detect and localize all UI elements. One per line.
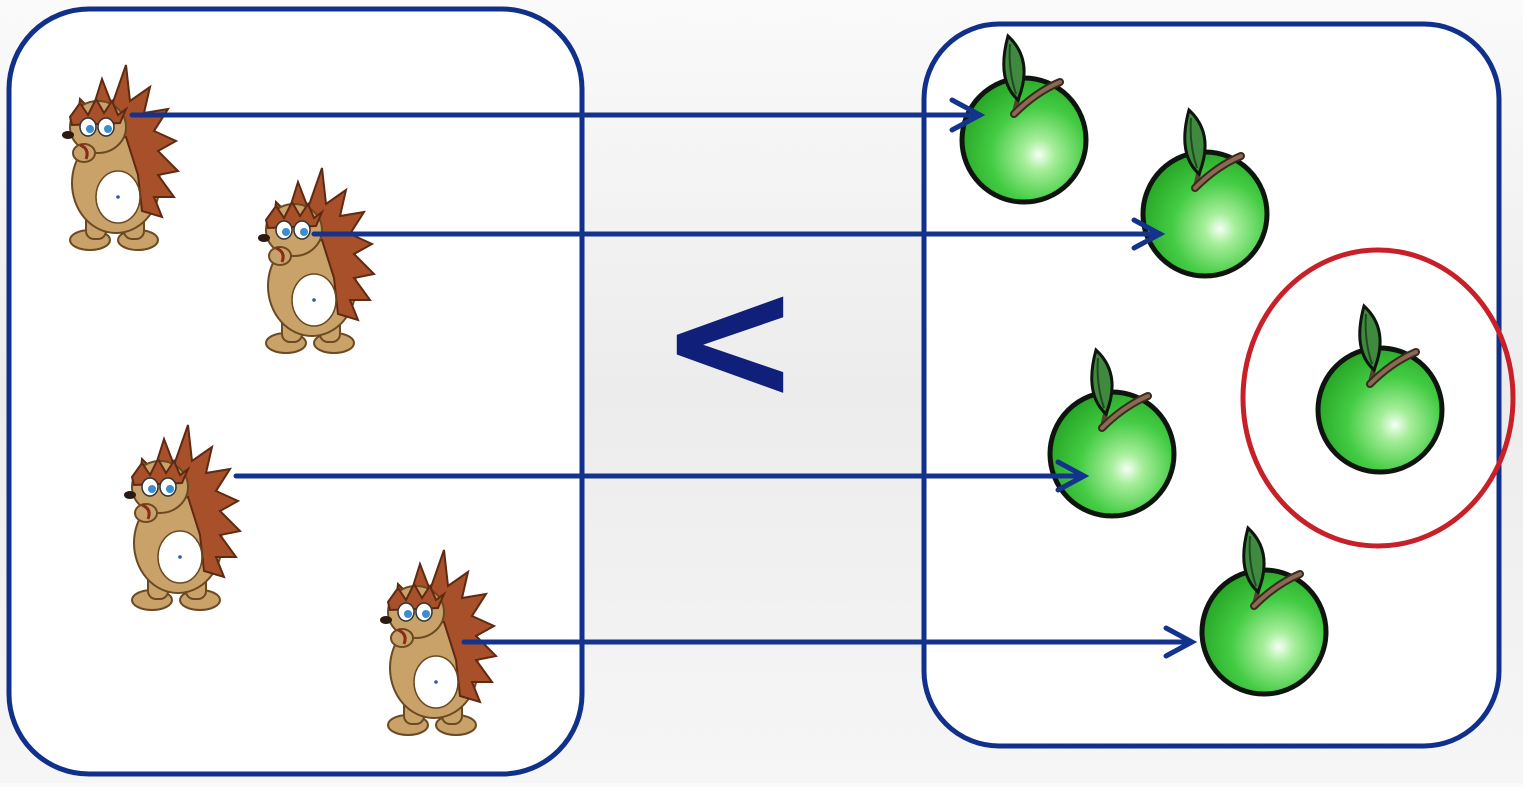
comparison-sign: <	[640, 255, 820, 425]
